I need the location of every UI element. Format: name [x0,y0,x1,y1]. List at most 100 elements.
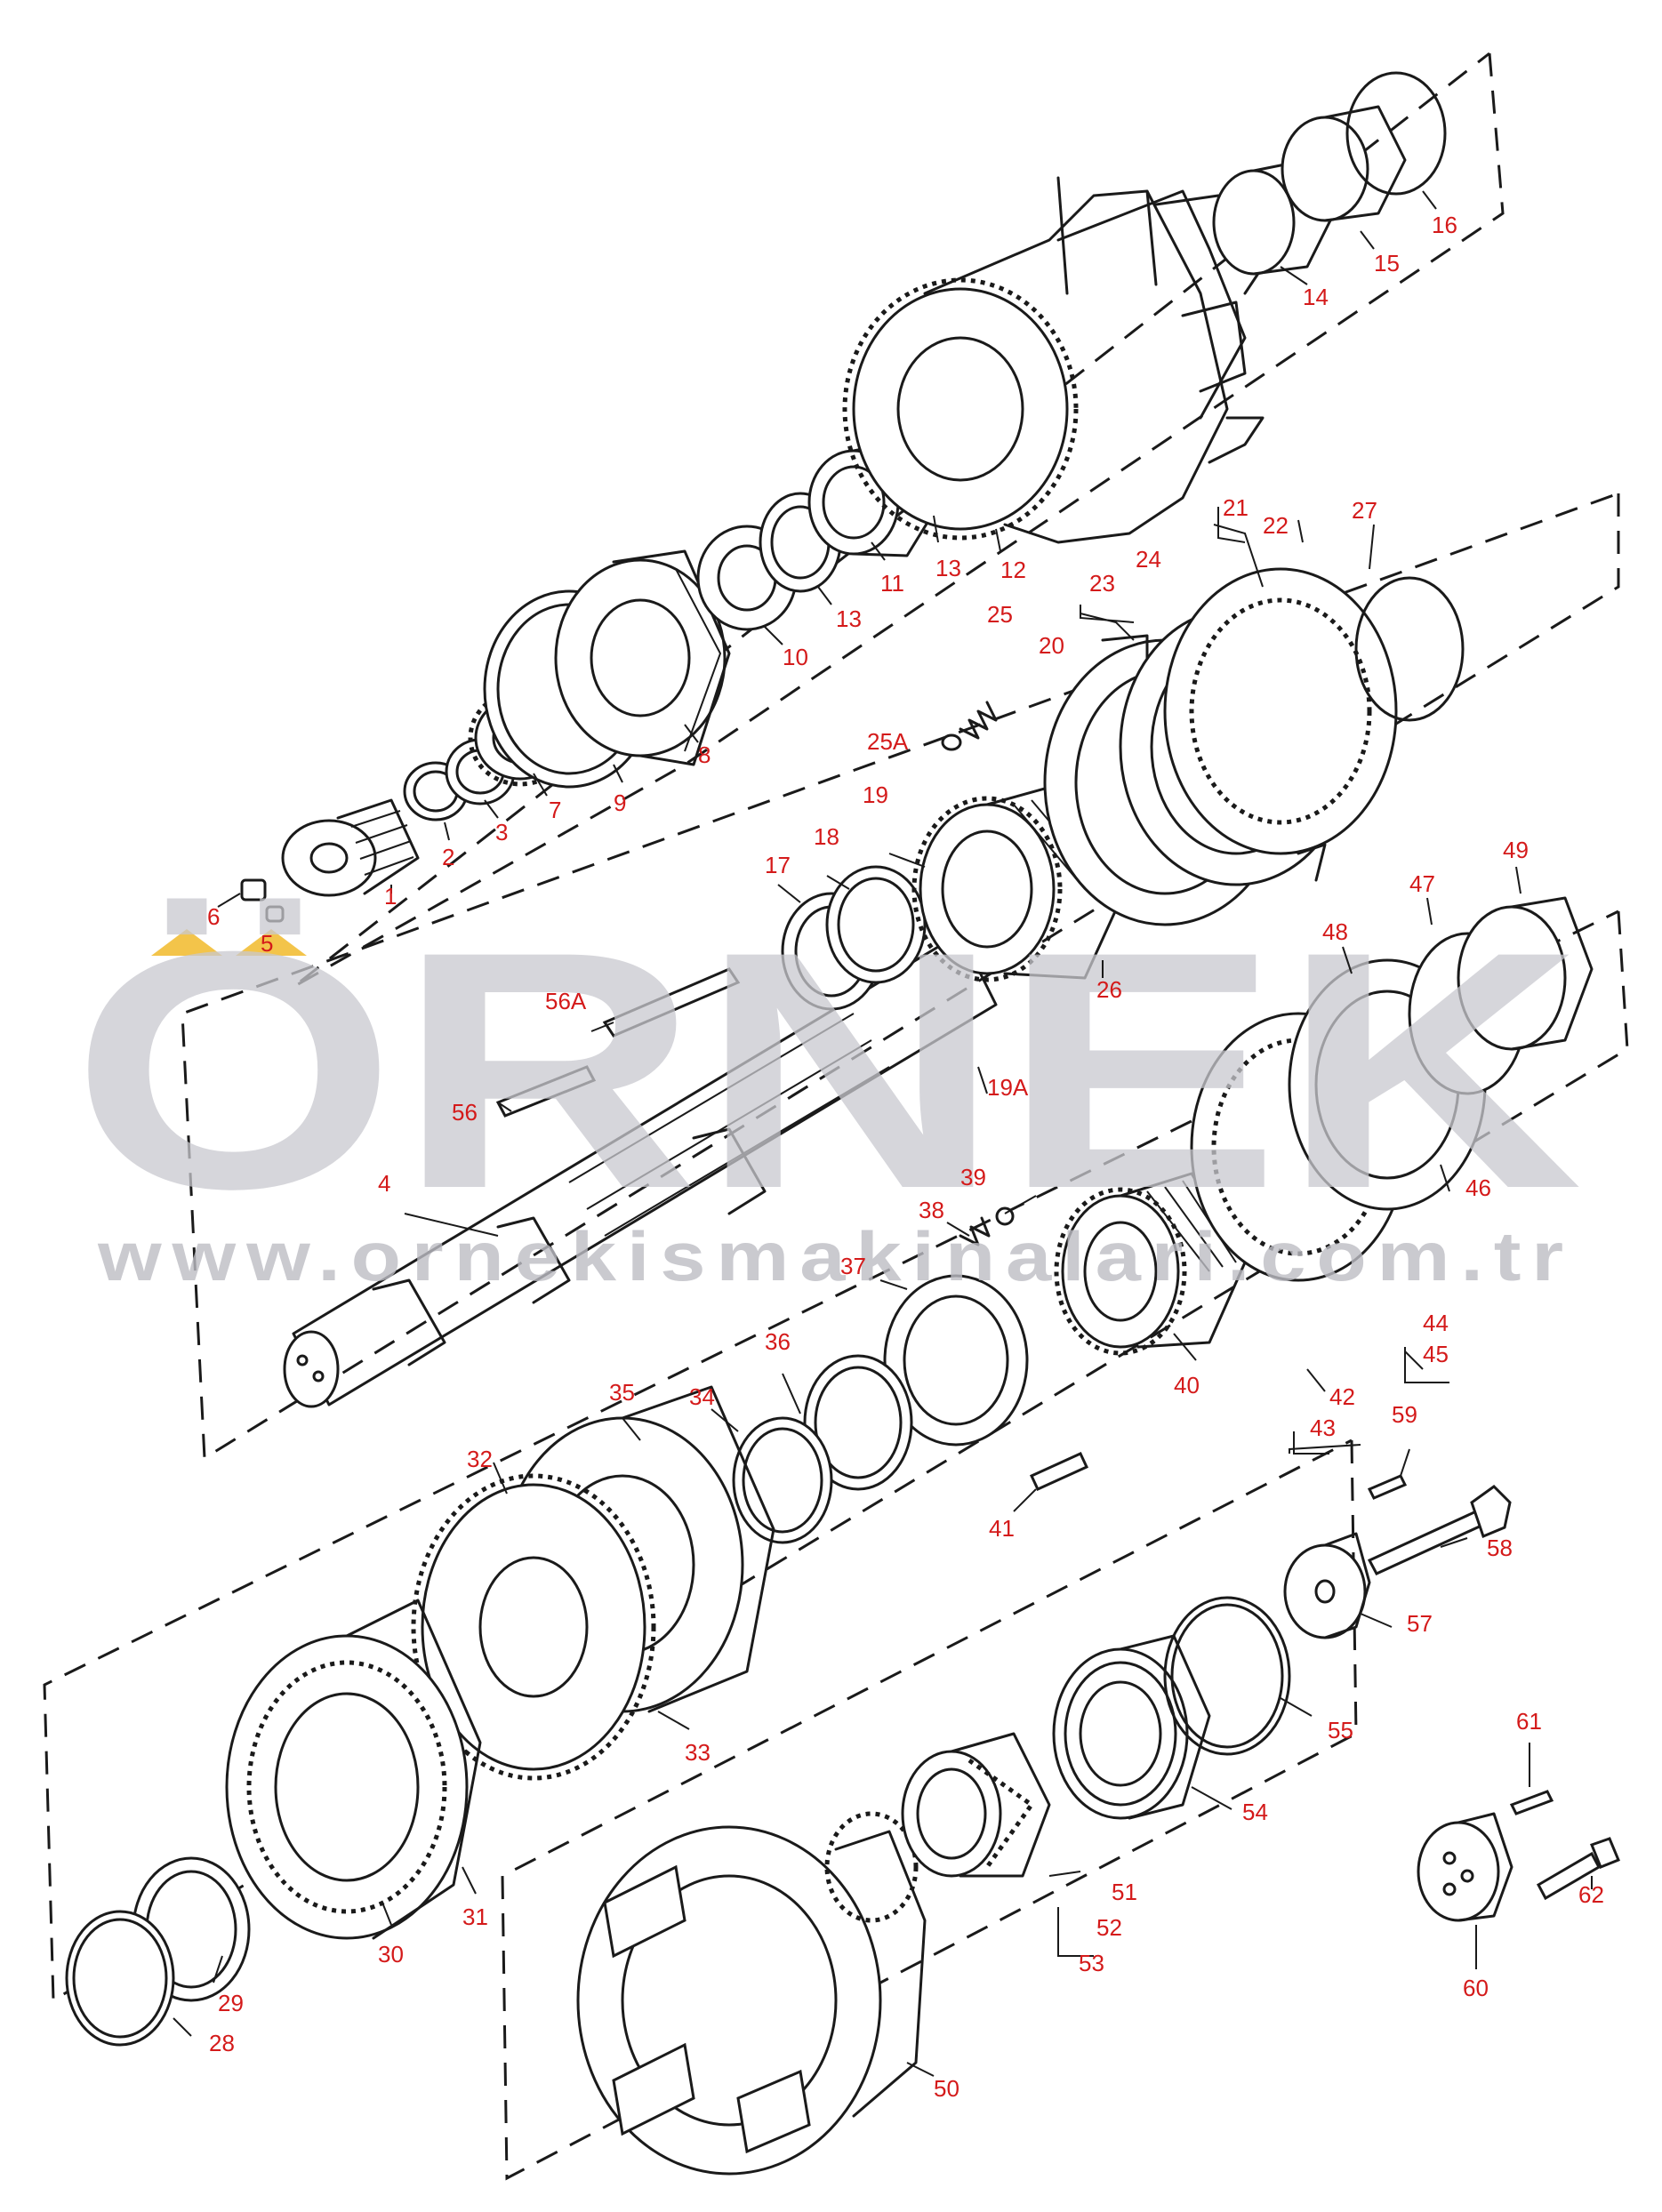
middle-shaft-group [283,567,1594,1491]
callout-56: 56 [452,1099,478,1126]
part-61-pin [1509,1790,1554,1815]
callout-10: 10 [783,644,808,670]
part-57-end-cap [1283,1543,1367,1639]
part-8-bearing [554,549,731,766]
part-1-coupling [281,798,420,897]
callout-44: 44 [1423,1310,1449,1336]
callout-56A: 56A [545,988,587,1014]
part-25A-ball [941,733,962,751]
callout-30: 30 [378,1941,404,1968]
part-16-circlip [1345,71,1447,196]
callout-14: 14 [1303,284,1329,310]
watermark-accent-right [236,929,307,956]
callout-25: 25 [987,601,1013,628]
part-62-bolt [1536,1851,1602,1901]
callout-27: 27 [1352,497,1377,524]
callout-52: 52 [1096,1914,1122,1941]
callout-31: 31 [462,1903,488,1930]
callout-13a: 13 [935,555,961,581]
part-5-nut [265,905,285,923]
callout-46: 46 [1465,1174,1491,1201]
callout-45: 45 [1423,1341,1449,1367]
callout-11: 11 [880,570,904,597]
part-20-clutch-pack [1043,567,1398,926]
part-18-ring [825,865,927,984]
callout-40: 40 [1174,1372,1200,1399]
part-30-31-clutch-housing [225,1599,482,1940]
part-37-thrust-washer [883,1274,1029,1447]
part-50-clutch-basket [576,1811,927,2176]
callout-16: 16 [1432,212,1457,238]
callout-21: 21 [1223,494,1249,521]
part-4-main-shaft [283,932,998,1408]
part-12-clutch-drum [842,176,1265,544]
callout-4: 4 [378,1170,390,1197]
callout-20: 20 [1039,632,1064,659]
lower-group [65,1354,1620,2176]
callout-41: 41 [989,1515,1015,1542]
part-14-bearing-race [1212,169,1296,276]
callout-1: 1 [384,883,397,910]
callout-29: 29 [218,1990,244,2016]
part-34-ring [732,1416,833,1544]
callout-15: 15 [1374,250,1400,276]
callout-39: 39 [960,1164,986,1190]
part-38-spring [959,1216,991,1246]
callout-labels: 1 2 3 4 5 6 7 8 9 10 11 12 13 13 14 15 1… [207,212,1604,2102]
callout-brackets [1057,507,1449,1957]
part-60-end-cap [1417,1821,1500,1922]
part-6-bolt-head [240,878,267,902]
callout-57: 57 [1407,1610,1433,1637]
callout-24: 24 [1136,546,1161,573]
callout-28: 28 [209,2030,235,2056]
part-58-bolt [1367,1510,1486,1575]
callout-33: 33 [685,1739,711,1766]
callout-34: 34 [689,1383,715,1410]
part-36-circlip [803,1354,913,1491]
callout-50: 50 [934,2075,959,2102]
callout-58: 58 [1487,1535,1513,1561]
callout-54: 54 [1242,1799,1268,1825]
callout-36: 36 [765,1328,791,1355]
part-15-bearing [1281,116,1369,222]
watermark-url: www.ornekismakinalari.com.tr [97,1217,1574,1295]
watermark-accent-left [151,929,222,956]
part-28-circlip [65,1910,175,2047]
callout-26: 26 [1096,976,1122,1003]
upper-shaft-group [240,71,1447,923]
callout-22: 22 [1263,512,1289,539]
callout-25A: 25A [867,728,909,755]
part-25-spring [959,701,998,740]
callout-61: 61 [1516,1708,1542,1735]
callout-3: 3 [495,819,508,846]
callout-51: 51 [1112,1879,1137,1905]
callout-47: 47 [1409,870,1435,897]
callout-37: 37 [840,1253,866,1279]
callout-13b: 13 [836,605,862,632]
callout-8: 8 [698,741,711,768]
part-54-ball-bearing [1052,1634,1211,1820]
callout-62: 62 [1578,1881,1604,1908]
callout-55: 55 [1328,1717,1353,1743]
callout-17: 17 [765,852,791,878]
part-59-pin [1367,1474,1408,1500]
callout-18: 18 [814,823,839,850]
leader-lines [173,190,1593,2077]
callout-6: 6 [207,903,220,930]
part-55-circlip [1163,1596,1291,1756]
part-32-33-35-gear-assembly [411,1385,775,1781]
callout-53: 53 [1079,1950,1104,1976]
part-41-pin [1030,1452,1088,1491]
callout-59: 59 [1392,1401,1417,1428]
callout-48: 48 [1322,918,1348,945]
callout-19: 19 [863,781,888,808]
callout-60: 60 [1463,1975,1489,2001]
callout-42: 42 [1329,1383,1355,1410]
callout-43: 43 [1310,1415,1336,1441]
callout-12: 12 [1000,557,1026,583]
callout-9: 9 [614,789,626,816]
callout-19A: 19A [987,1074,1029,1101]
part-56-key [495,1065,597,1118]
callout-23: 23 [1089,570,1115,597]
